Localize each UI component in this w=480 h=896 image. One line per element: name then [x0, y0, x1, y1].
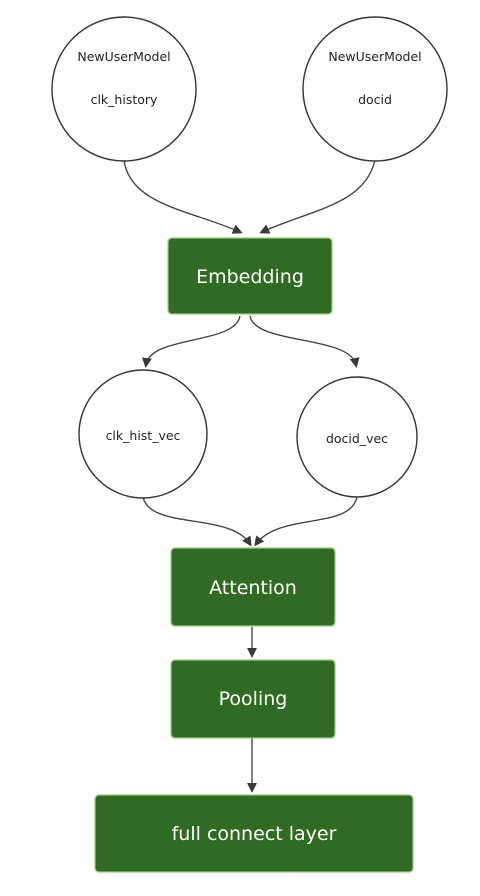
edge-docid-vec-to-attention — [254, 496, 358, 547]
node-input-clk-history: NewUserModel clk_history — [51, 16, 197, 162]
node-input-docid-title: NewUserModel — [328, 49, 421, 64]
edge-clk-history-to-embedding — [123, 159, 243, 234]
node-embedding: Embedding — [167, 237, 333, 315]
node-docid-vec-label: docid_vec — [326, 431, 388, 446]
node-full-connect-layer-label: full connect layer — [172, 823, 337, 845]
node-docid-vec: docid_vec — [296, 376, 418, 498]
node-attention-label: Attention — [209, 577, 297, 599]
node-input-clk-history-title: NewUserModel — [77, 49, 170, 64]
node-full-connect-layer: full connect layer — [94, 794, 414, 873]
watermark-text: https://blog.csdn.net/MusicDancing — [258, 871, 470, 885]
edge-docid-to-embedding — [259, 159, 376, 234]
node-input-clk-history-label: clk_history — [91, 92, 158, 107]
node-clk-hist-vec: clk_hist_vec — [78, 369, 208, 499]
node-embedding-label: Embedding — [196, 266, 304, 288]
node-attention: Attention — [170, 547, 336, 627]
node-pooling: Pooling — [170, 659, 336, 739]
node-pooling-label: Pooling — [219, 688, 288, 710]
edge-embedding-to-clk-hist-vec — [141, 315, 241, 368]
node-input-docid: NewUserModel docid — [302, 16, 448, 162]
edge-embedding-to-docid-vec — [249, 315, 360, 368]
node-clk-hist-vec-label: clk_hist_vec — [106, 428, 181, 443]
edge-clk-hist-vec-to-attention — [142, 496, 252, 547]
node-input-docid-label: docid — [358, 92, 392, 107]
